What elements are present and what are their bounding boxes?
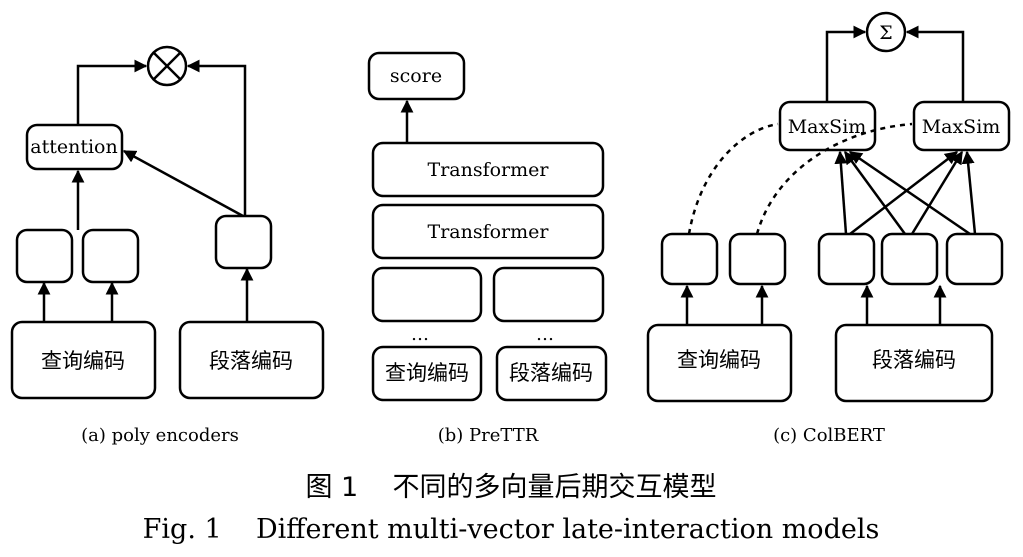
passage-encoder-label: 段落编码 (509, 361, 593, 385)
attention-label: attention (30, 136, 117, 158)
sum-symbol: Σ (879, 22, 892, 44)
passage-encoder-box (834, 323, 994, 403)
passage-vector-box-2 (880, 232, 939, 286)
query-vector-box-2 (81, 228, 140, 284)
maxsim-right-label: MaxSim (922, 116, 1001, 138)
query-encoder-box (646, 323, 793, 403)
panel-c-caption: (c) ColBERT (773, 425, 885, 446)
panel-a-caption: (a) poly encoders (81, 425, 239, 446)
query-encoder-label: 查询编码 (677, 348, 761, 372)
score-label: score (390, 65, 442, 87)
passage-vector-box-3 (945, 232, 1004, 286)
transformer-bottom-label: Transformer (428, 221, 550, 243)
multiply-node (146, 45, 188, 87)
maxsim-right-box (912, 100, 1011, 152)
panel-a-poly-encoders: attention 查询编码 段落编码 (a) poly encoders (10, 45, 325, 446)
sum-node: Σ (865, 11, 907, 53)
ellipsis-left: … (411, 324, 429, 345)
attention-to-multiply-arrow (76, 59, 148, 125)
passage-vector-box (214, 214, 273, 270)
passage-encoder-box (178, 320, 325, 400)
query-vector-box-1 (660, 232, 719, 286)
transformer-bottom-box (371, 203, 605, 260)
panel-b-caption: (b) PreTTR (438, 425, 539, 446)
figure-caption-cn: 图 1 不同的多向量后期交互模型 (305, 472, 716, 503)
query-encoder-box (10, 320, 157, 400)
transformer-top-label: Transformer (428, 159, 550, 181)
query-vector-box-2 (728, 232, 787, 286)
passage-vector-to-multiply-arrow (186, 59, 247, 216)
maxsim-left-label: MaxSim (788, 116, 867, 138)
query-vector-1-dashed-link (687, 122, 779, 235)
query-vector-2-dashed-link (755, 122, 913, 235)
score-box (367, 51, 466, 101)
attention-box (25, 123, 124, 171)
panel-b-prettr: score Transformer Transformer … … 查询编码 段… (367, 51, 608, 446)
panel-c-colbert: Σ MaxSim MaxSim 查询编码 段落编码 (646, 11, 1011, 446)
ellipsis-right: … (536, 324, 554, 345)
transformer-top-box (371, 141, 605, 198)
passage-encoder-box (495, 345, 608, 402)
maxsim-right-to-sum-arrow (905, 25, 965, 102)
passage-representation-box (492, 266, 605, 323)
passage-to-maxsim-arrows (834, 150, 977, 236)
query-encoder-label: 查询编码 (385, 361, 469, 385)
query-vector-box-1 (15, 228, 74, 284)
figure-caption-en: Fig. 1 Different multi-vector late-inter… (143, 514, 880, 545)
maxsim-left-to-sum-arrow (825, 25, 867, 102)
query-encoder-box (371, 345, 483, 402)
passage-encoder-label: 段落编码 (872, 348, 956, 372)
passage-encoder-label: 段落编码 (209, 349, 293, 373)
query-encoder-label: 查询编码 (41, 349, 125, 373)
query-representation-box (371, 266, 483, 323)
passage-vector-to-attention-arrow (122, 149, 244, 218)
passage-vector-box-1 (817, 232, 876, 286)
